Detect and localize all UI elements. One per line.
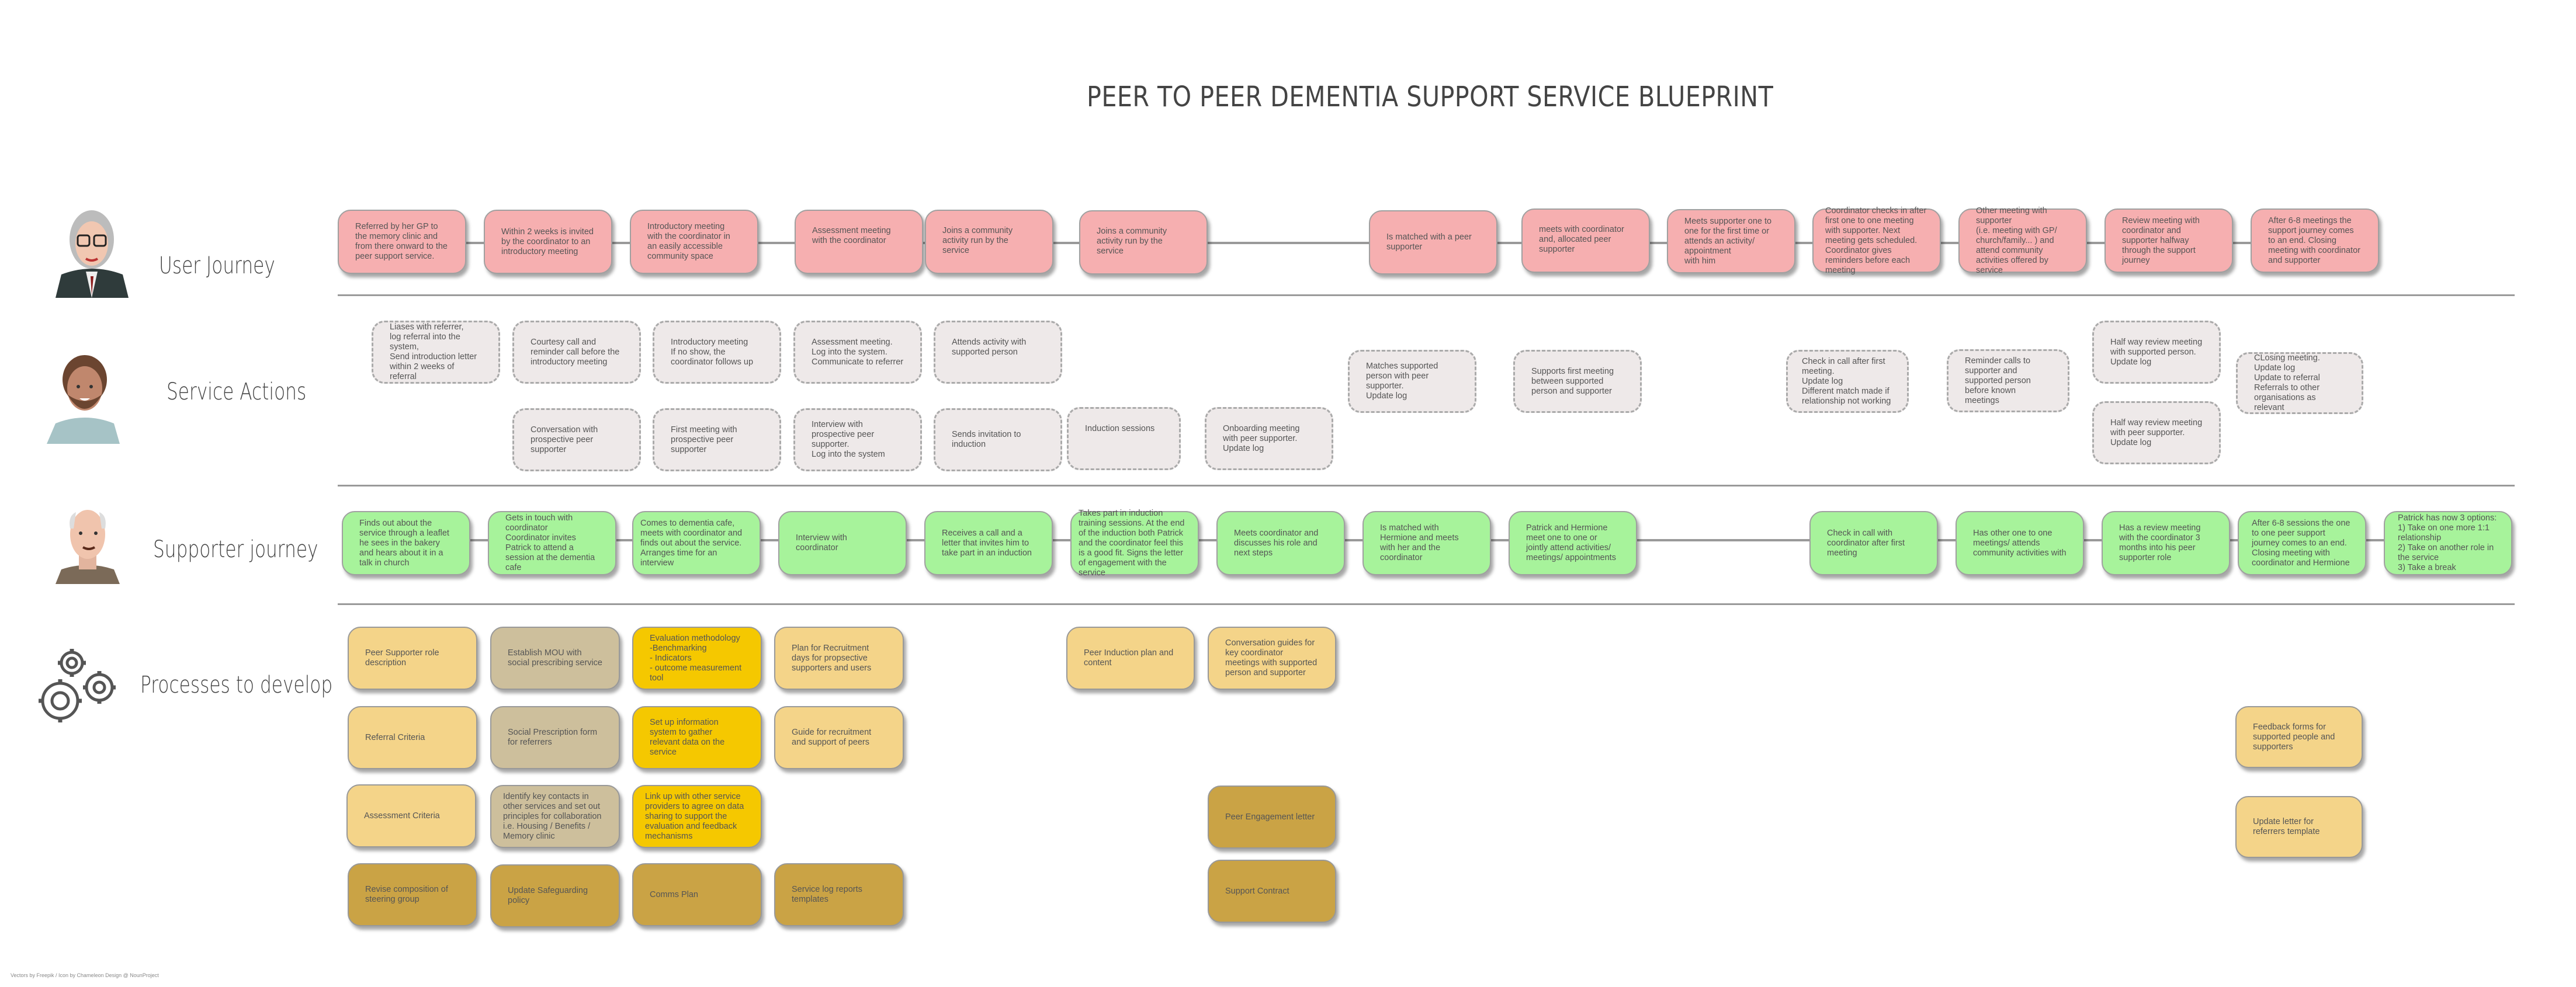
page-title: PEER TO PEER DEMENTIA SUPPORT SERVICE BL…	[1087, 81, 1774, 113]
process-card[interactable]: Link up with other service providers to …	[632, 785, 762, 848]
supporter-journey-step[interactable]: Patrick has now 3 options: 1) Take on on…	[2384, 511, 2512, 575]
process-card[interactable]: Referral Criteria	[348, 706, 477, 769]
user-journey-step[interactable]: Joins a community activity run by the se…	[925, 210, 1053, 274]
service-action[interactable]: First meeting with prospective peer supp…	[653, 408, 781, 471]
lane-label-supporter-journey: Supporter journey	[153, 536, 318, 563]
service-action[interactable]: Half way review meeting with supported p…	[2092, 321, 2221, 384]
elderly-woman-avatar	[56, 210, 129, 298]
lane-label-service-actions: Service Actions	[167, 378, 307, 405]
process-card[interactable]: Revise composition of steering group	[348, 863, 477, 926]
user-journey-step[interactable]: Within 2 weeks is invited by the coordin…	[484, 210, 612, 274]
attribution-credit: Vectors by Freepik / Icon by Chameleon D…	[11, 972, 159, 978]
service-action[interactable]: Conversation with prospective peer suppo…	[512, 408, 641, 471]
service-action[interactable]: Courtesy call and reminder call before t…	[512, 321, 641, 384]
lane-divider	[338, 603, 2515, 605]
user-journey-step[interactable]: After 6-8 meetings the support journey c…	[2251, 208, 2379, 273]
supporter-journey-step[interactable]: Finds out about the service through a le…	[342, 511, 470, 575]
service-action[interactable]: Introductory meeting If no show, the coo…	[653, 321, 781, 384]
lane-label-user-journey: User Journey	[159, 252, 275, 279]
service-action[interactable]: Induction sessions	[1067, 407, 1181, 470]
process-card[interactable]: Establish MOU with social prescribing se…	[490, 627, 620, 690]
service-action[interactable]: Supports first meeting between supported…	[1513, 350, 1642, 413]
supporter-journey-step[interactable]: Is matched with Hermione and meets with …	[1362, 511, 1491, 575]
service-action[interactable]: Interview with prospective peer supporte…	[793, 408, 922, 471]
supporter-journey-step[interactable]: After 6-8 sessions the one to one peer s…	[2238, 511, 2366, 575]
service-action[interactable]: Reminder calls to supporter and supporte…	[1947, 349, 2069, 412]
supporter-journey-step[interactable]: Gets in touch with coordinator Coordinat…	[488, 511, 616, 575]
service-action[interactable]: Half way review meeting with peer suppor…	[2092, 401, 2221, 464]
bearded-man-avatar	[47, 355, 120, 444]
process-card[interactable]: Social Prescription form for referrers	[490, 706, 620, 769]
supporter-journey-step[interactable]: Comes to dementia cafe, meets with coord…	[632, 511, 761, 575]
lane-divider	[338, 485, 2515, 486]
supporter-journey-step[interactable]: Takes part in induction training session…	[1070, 509, 1199, 578]
process-card[interactable]: Peer Induction plan and content	[1066, 627, 1195, 690]
supporter-journey-step[interactable]: Patrick and Hermione meet one to one or …	[1509, 511, 1637, 575]
user-journey-step[interactable]: Assessment meeting with the coordinator	[795, 210, 923, 274]
process-card[interactable]: Assessment Criteria	[346, 784, 476, 847]
user-journey-step[interactable]: Referred by her GP to the memory clinic …	[338, 210, 466, 274]
gears-icon	[39, 649, 116, 722]
user-journey-step[interactable]: Meets supporter one to one for the first…	[1667, 209, 1795, 273]
service-action[interactable]: Sends invitation to induction	[934, 408, 1062, 471]
process-card[interactable]: Evaluation methodology -Benchmarking - I…	[632, 627, 762, 690]
process-card[interactable]: Update letter for referrers template	[2235, 796, 2363, 858]
process-card[interactable]: Support Contract	[1208, 860, 1336, 923]
process-card[interactable]: Update Safeguarding policy	[490, 864, 620, 927]
user-journey-step[interactable]: Other meeting with supporter (i.e. meeti…	[1958, 206, 2087, 275]
service-action[interactable]: CLosing meeting. Update log Update to re…	[2236, 352, 2363, 414]
user-journey-step[interactable]: meets with coordinator and, allocated pe…	[1521, 208, 1650, 273]
user-journey-step[interactable]: Introductory meeting with the coordinato…	[630, 210, 758, 274]
supporter-journey-step[interactable]: Meets coordinator and discusses his role…	[1216, 511, 1345, 575]
process-card[interactable]: Conversation guides for key coordinator …	[1208, 627, 1336, 690]
supporter-journey-step[interactable]: Has a review meeting with the coordinato…	[2102, 511, 2230, 575]
process-card[interactable]: Identify key contacts in other services …	[490, 785, 620, 848]
process-card[interactable]: Comms Plan	[632, 863, 762, 926]
process-card[interactable]: Service log reports templates	[774, 863, 904, 926]
service-action[interactable]: Attends activity with supported person	[934, 321, 1062, 384]
service-action[interactable]: Assessment meeting. Log into the system.…	[793, 321, 922, 384]
lane-divider	[338, 294, 2515, 296]
process-card[interactable]: Set up information system to gather rele…	[632, 706, 762, 769]
user-journey-step[interactable]: Review meeting with coordinator and supp…	[2105, 208, 2233, 273]
supporter-journey-step[interactable]: Has other one to one meetings/ attends c…	[1956, 511, 2084, 575]
lane-label-processes: Processes to develop	[140, 672, 333, 698]
supporter-journey-step[interactable]: Check in call with coordinator after fir…	[1809, 511, 1938, 575]
service-action[interactable]: Liases with referrer, log referral into …	[372, 321, 500, 384]
process-card[interactable]: Peer Supporter role description	[348, 627, 477, 690]
process-card[interactable]: Feedback forms for supported people and …	[2235, 706, 2363, 768]
supporter-journey-step[interactable]: Interview with coordinator	[778, 511, 907, 575]
service-action[interactable]: Check in call after first meeting. Updat…	[1786, 350, 1909, 413]
user-journey-step[interactable]: Joins a community activity run by the se…	[1079, 210, 1208, 274]
user-journey-step[interactable]: Is matched with a peer supporter	[1369, 210, 1497, 274]
process-card[interactable]: Plan for Recruitment days for propsectiv…	[774, 627, 904, 690]
supporter-journey-step[interactable]: Receives a call and a letter that invite…	[924, 511, 1053, 575]
user-journey-step[interactable]: Coordinator checks in after first one to…	[1812, 206, 1941, 275]
elderly-man-avatar	[56, 510, 120, 584]
process-card[interactable]: Peer Engagement letter	[1208, 786, 1336, 849]
service-action[interactable]: Onboarding meeting with peer supporter. …	[1205, 407, 1333, 470]
process-card[interactable]: Guide for recruitment and support of pee…	[774, 706, 904, 769]
service-action[interactable]: Matches supported person with peer suppo…	[1348, 350, 1476, 413]
